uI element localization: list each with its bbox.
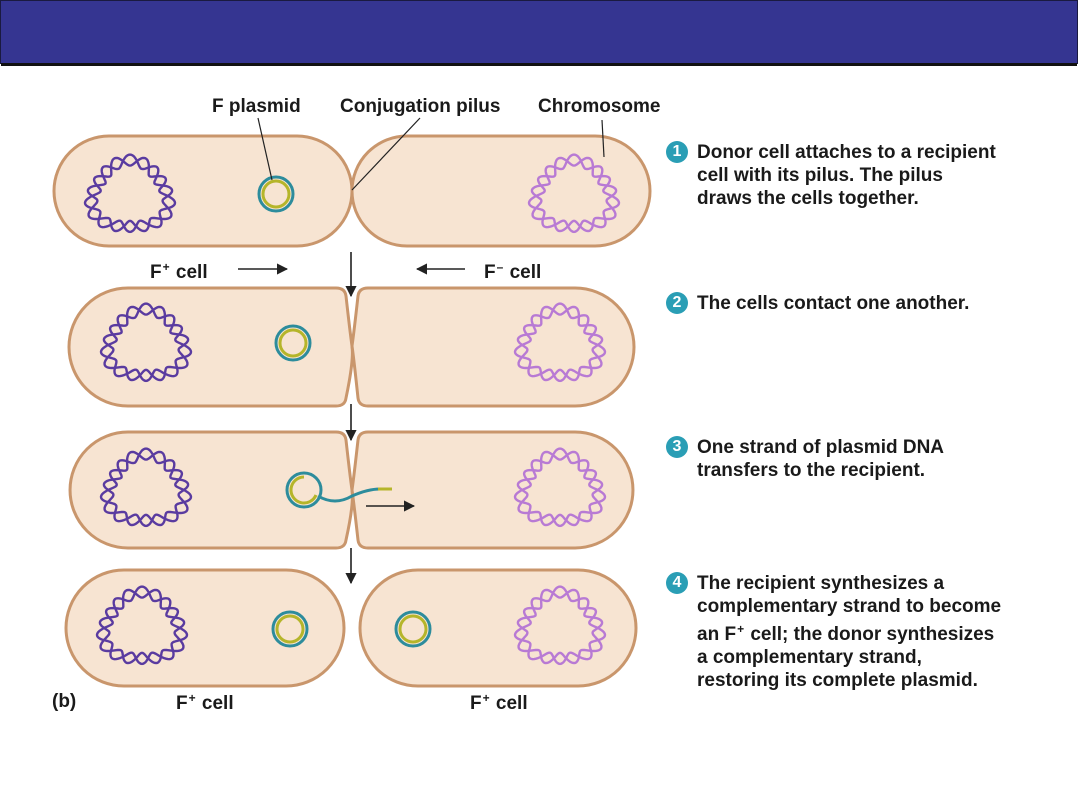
donor-chromosome-4: [95, 585, 189, 666]
transferring-strand: [317, 487, 381, 503]
step-1: 1 Donor cell attaches to a recipient cel…: [666, 141, 1066, 210]
donor-cell-1: [52, 134, 354, 248]
step-1-badge: 1: [666, 141, 688, 163]
chromosome-label: Chromosome: [538, 96, 661, 117]
recipient-chromosome-1: [527, 153, 621, 234]
plasmid-row-1: [257, 175, 295, 213]
step-2-badge: 2: [666, 292, 688, 314]
step-2-text: The cells contact one another.: [697, 293, 970, 314]
f-plus-cell-label: F+ cell: [150, 260, 208, 283]
pilus-leader: [351, 117, 421, 191]
recipient-cell-1: [350, 134, 652, 248]
f-plasmid-label: F plasmid: [212, 96, 301, 117]
donor-chromosome-3: [99, 447, 193, 528]
recipient-chromosome-4: [513, 585, 607, 666]
step-3-badge: 3: [666, 436, 688, 458]
row-1-cells: [52, 134, 652, 248]
chromosomes: [83, 153, 621, 666]
step-4: 4 The recipient synthesizes a complement…: [666, 572, 1066, 692]
step-4-badge: 4: [666, 572, 688, 594]
plasmid-row-4-donor: [271, 610, 309, 648]
row-2-cells: [67, 286, 636, 408]
donor-chromosome-1: [83, 153, 177, 234]
title-bar: [0, 0, 1078, 66]
plasmid-row-3: [285, 471, 392, 509]
f-minus-cell-label: F– cell: [484, 260, 542, 283]
step-3-text: One strand of plasmid DNA transfers to t…: [697, 437, 945, 481]
plasmid-row-4-recipient: [394, 610, 432, 648]
f-plus-cell-label-bottom-left: F+ cell: [176, 691, 234, 714]
step-1-text: Donor cell attaches to a recipient cell …: [697, 142, 996, 209]
conjugation-pilus-label: Conjugation pilus: [340, 96, 501, 117]
recipient-chromosome-2: [513, 302, 607, 383]
recipient-cell-3: [350, 430, 635, 550]
row-3-cells: [68, 430, 635, 550]
donor-chromosome-2: [99, 302, 193, 383]
f-plasmid-leader: [257, 117, 273, 181]
chromosome-leader: [601, 119, 605, 158]
step-3: 3 One strand of plasmid DNA transfers to…: [666, 436, 1066, 482]
recipient-cell-2: [350, 286, 636, 408]
f-plus-cell-label-bottom-right: F+ cell: [470, 691, 528, 714]
recipient-chromosome-3: [513, 447, 607, 528]
plasmid-row-2: [274, 324, 312, 362]
row-4-cells: [64, 568, 638, 688]
step-2: 2 The cells contact one another.: [666, 292, 1066, 315]
panel-label: (b): [52, 691, 77, 712]
step-4-text: The recipient synthesizes a complementar…: [697, 573, 1002, 691]
donor-cell-3: [68, 430, 354, 550]
